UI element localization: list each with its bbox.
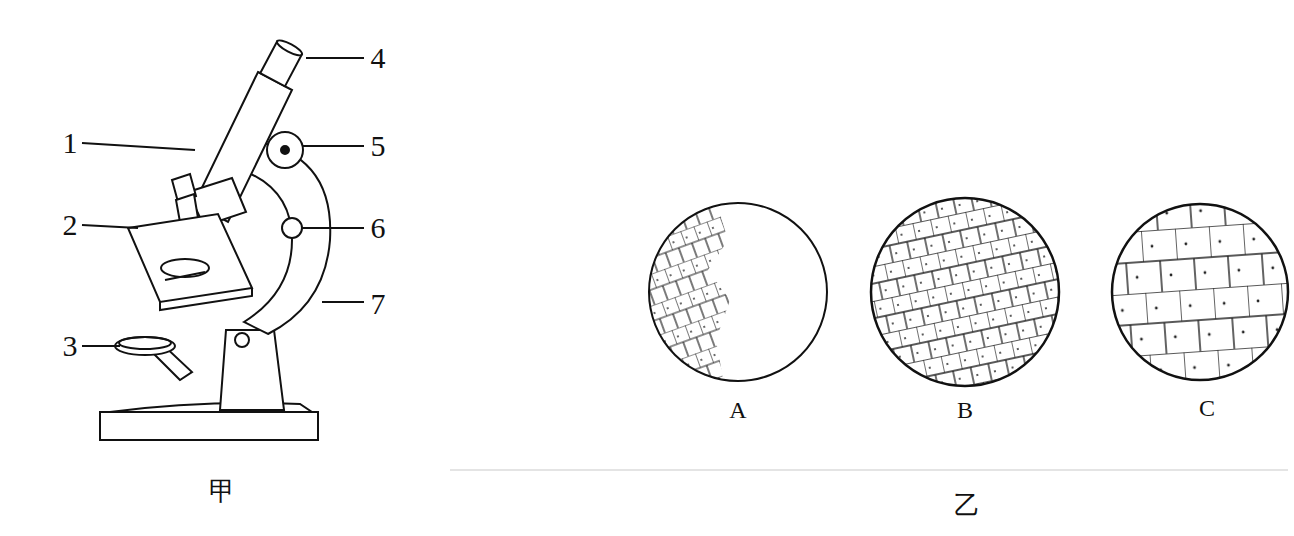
view-label: A xyxy=(729,398,746,422)
stage-edge xyxy=(160,288,252,310)
callout-number: 7 xyxy=(371,289,386,319)
eyepiece xyxy=(260,38,304,86)
callout-number: 4 xyxy=(371,43,386,73)
cells xyxy=(1105,195,1294,390)
view-circle xyxy=(649,203,827,381)
leader-line xyxy=(82,225,138,228)
view-field-a xyxy=(640,200,827,395)
mirror xyxy=(115,337,175,355)
cells xyxy=(860,190,1070,390)
callout-number: 1 xyxy=(63,128,78,158)
callout-number: 2 xyxy=(63,210,78,240)
diaphragm xyxy=(161,259,209,277)
callout-number: 6 xyxy=(371,213,386,243)
microscope xyxy=(100,38,330,440)
leader-line xyxy=(302,227,364,229)
callout-number: 3 xyxy=(63,331,78,361)
cells xyxy=(640,200,730,395)
hinge xyxy=(235,333,249,347)
divider xyxy=(450,469,1288,471)
view-field-b xyxy=(860,190,1070,390)
leader-line xyxy=(82,143,195,150)
coarse-knob-center xyxy=(281,146,289,154)
mirror-rim xyxy=(119,337,171,349)
callout-number: 5 xyxy=(371,131,386,161)
leader-lines xyxy=(82,58,364,346)
pillar xyxy=(220,330,284,410)
leader-line xyxy=(306,57,364,59)
diaphragm-line xyxy=(165,272,205,280)
figure-label: 乙 xyxy=(954,493,980,519)
leader-line xyxy=(322,301,364,303)
view-label: B xyxy=(957,398,973,422)
coarse-knob xyxy=(267,132,303,168)
view-label: C xyxy=(1199,396,1215,420)
figure-label: 甲 xyxy=(209,479,235,505)
eyepiece-top xyxy=(275,38,303,58)
view-circle xyxy=(871,198,1059,386)
leader-line xyxy=(303,145,364,147)
base xyxy=(100,412,318,440)
view-field-c xyxy=(1105,195,1294,390)
fine-knob xyxy=(282,218,302,238)
stage xyxy=(128,214,252,302)
view-circle xyxy=(1112,204,1288,380)
leader-line xyxy=(82,345,120,347)
